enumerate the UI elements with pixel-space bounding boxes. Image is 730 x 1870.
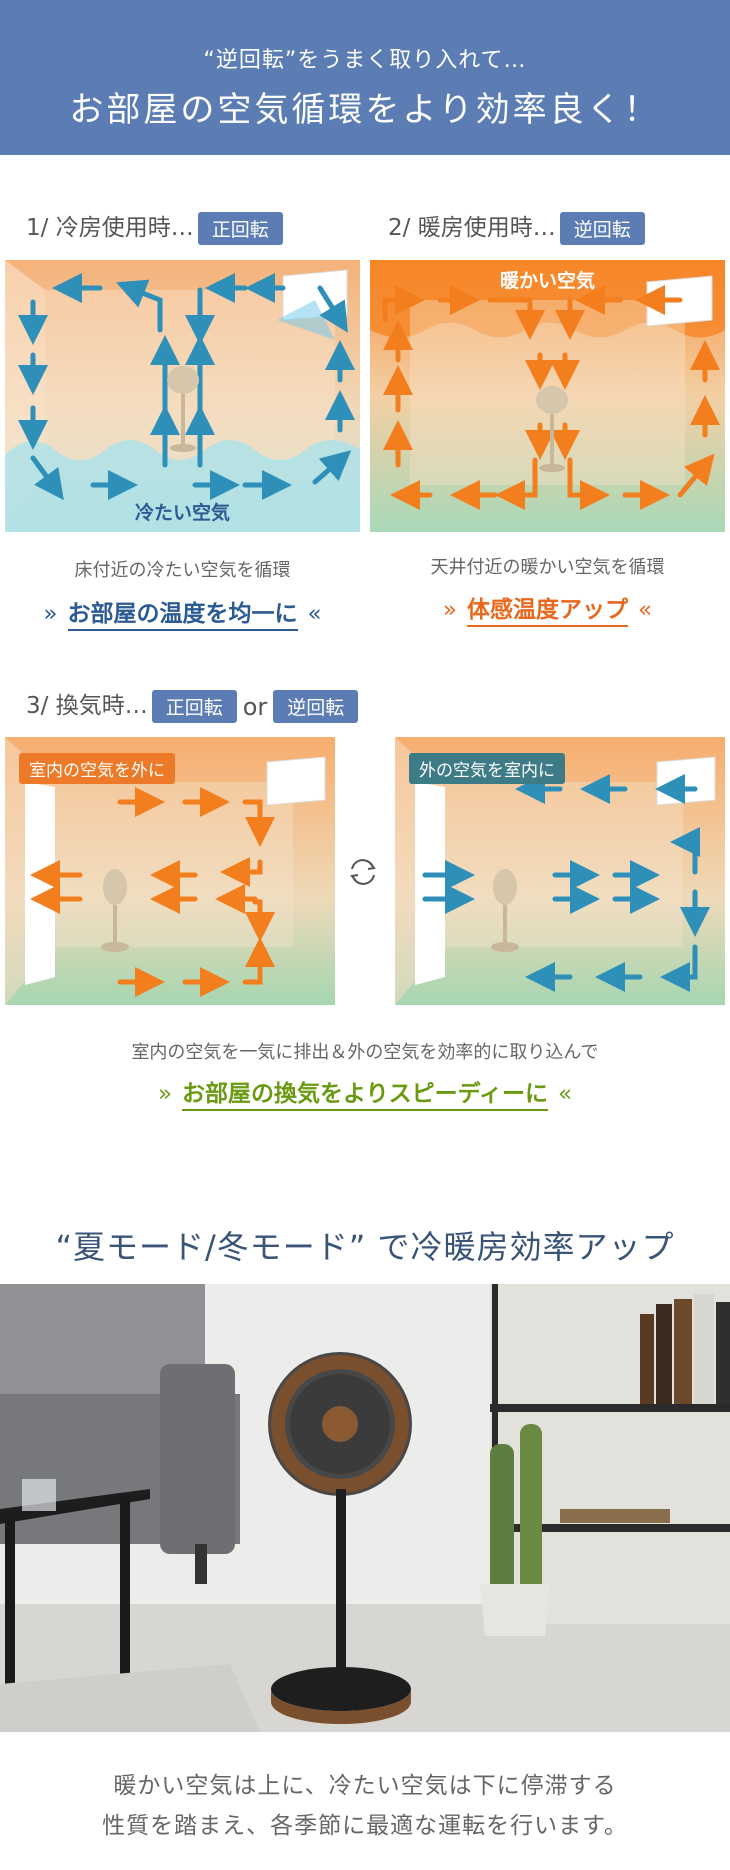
chevron-right-icon: » — [157, 1081, 173, 1107]
air-conditioner-icon — [266, 756, 326, 806]
intake-diagram: 外の空気を室内に — [395, 737, 725, 1005]
step1-badge: 正回転 — [197, 212, 283, 245]
cooling-diagram — [5, 260, 360, 532]
fan-icon — [536, 386, 568, 472]
fan-icon — [167, 366, 199, 452]
footer-line-1: 暖かい空気は上に、冷たい空気は下に停滞する — [113, 1773, 617, 1799]
or-text: or — [242, 692, 268, 721]
warm-air-label: 暖かい空気 — [499, 270, 595, 292]
step2-caption: 天井付近の暖かい空気を循環 — [430, 557, 665, 578]
window-icon — [25, 782, 55, 985]
air-conditioner-icon — [656, 756, 716, 806]
step3-caption: 室内の空気を一気に排出＆外の空気を効率的に取り込んで — [131, 1042, 599, 1063]
cool-air-label: 冷たい空気 — [134, 502, 230, 524]
chevron-left-icon: « — [307, 601, 322, 627]
chevron-left-icon: « — [557, 1081, 573, 1107]
step2-headline: »体感温度アップ« — [370, 590, 725, 627]
banner-subtitle: “逆回転”をうまく取り入れて… — [203, 48, 527, 73]
section-title: “夏モード/冬モード” で冷暖房効率アップ — [55, 1228, 675, 1266]
sofa-image — [0, 1284, 240, 1584]
fan-image — [268, 1352, 412, 1724]
step2-badge: 逆回転 — [559, 212, 645, 245]
header-banner — [0, 0, 730, 155]
chevron-left-icon: « — [638, 597, 653, 623]
step3-badge-forward: 正回転 — [151, 690, 237, 723]
rotate-icon — [346, 855, 380, 889]
intake-tag: 外の空気を室内に — [409, 753, 565, 784]
fan-icon — [491, 869, 519, 952]
fan-icon — [101, 869, 129, 952]
exhaust-diagram: 室内の空気を外に — [5, 737, 335, 1005]
banner-title: お部屋の空気循環をより効率良く！ — [69, 90, 661, 130]
chevron-right-icon: » — [43, 601, 58, 627]
step1-label: 1/ 冷房使用時… — [26, 215, 194, 241]
step3-label: 3/ 換気時… — [26, 693, 148, 719]
step2-heading: 2/ 暖房使用時…逆回転 — [388, 208, 645, 245]
living-room-photo — [0, 1284, 730, 1732]
step3-headline: »お部屋の換気をよりスピーディーに« — [0, 1074, 730, 1111]
step3-badge-reverse: 逆回転 — [273, 690, 359, 723]
step1-headline: »お部屋の温度を均一に« — [5, 594, 360, 631]
cactus-plant-image — [480, 1424, 550, 1636]
exhaust-tag: 室内の空気を外に — [19, 753, 175, 784]
step1-caption: 床付近の冷たい空気を循環 — [74, 560, 291, 581]
step2-label: 2/ 暖房使用時… — [388, 215, 556, 241]
footer-line-2: 性質を踏まえ、各季節に最適な運転を行います。 — [102, 1813, 628, 1839]
chevron-right-icon: » — [442, 597, 457, 623]
step1-heading: 1/ 冷房使用時…正回転 — [26, 208, 283, 245]
window-icon — [415, 782, 445, 985]
coffee-table-image — [0, 1479, 150, 1729]
heating-diagram — [370, 260, 725, 532]
